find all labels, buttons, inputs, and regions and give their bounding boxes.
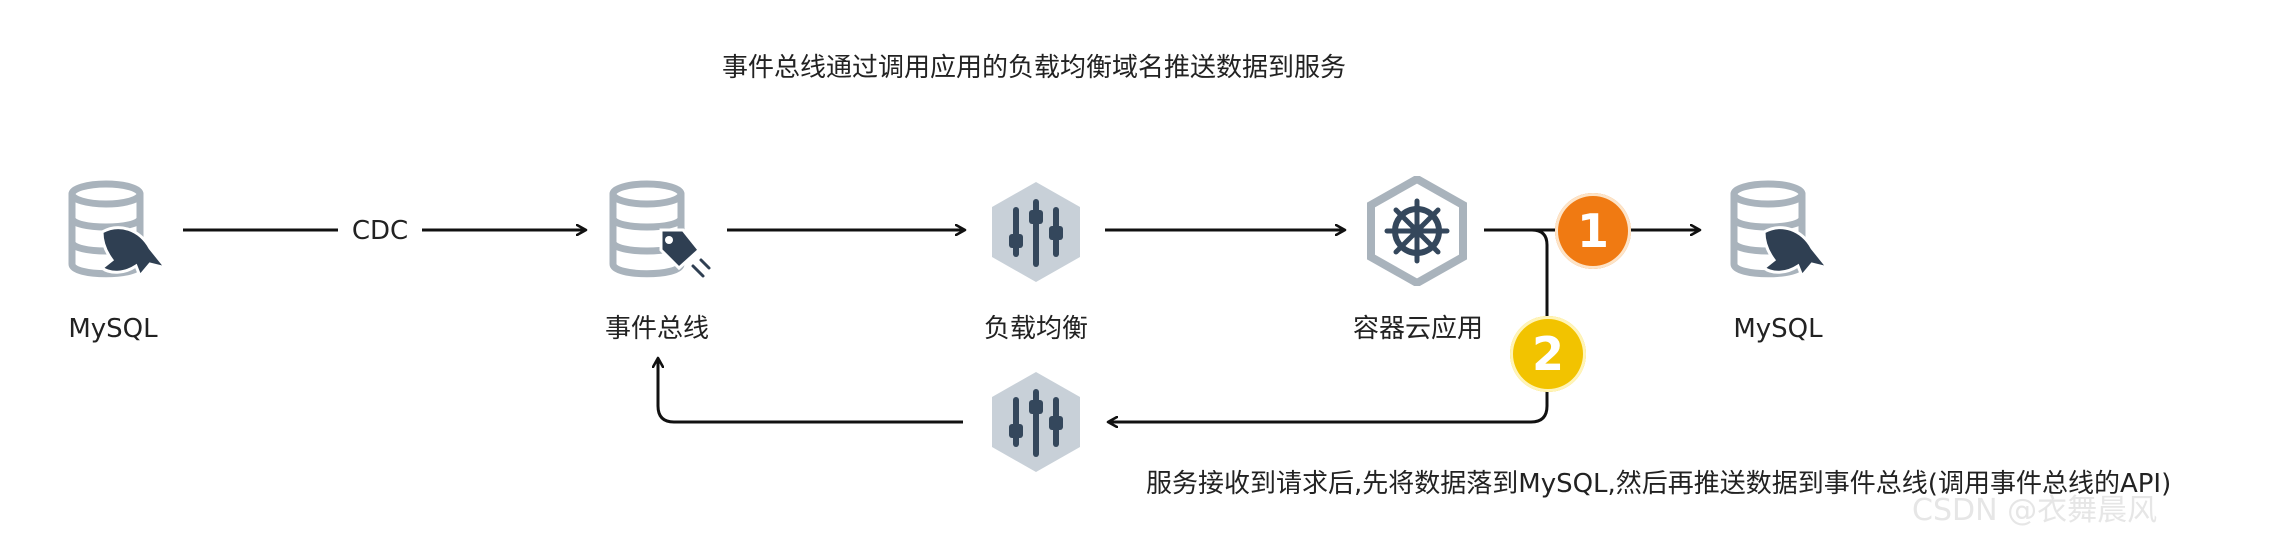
step-2-badge: 2 [1510,316,1586,392]
node-label-event-bus: 事件总线 [604,314,710,344]
node-label-container-app: 容器云应用 [1352,314,1484,344]
node-label-mysql-source: MySQL [68,314,158,344]
step-2-number: 2 [1531,327,1564,381]
load-balancer-icon [992,182,1080,282]
node-label-load-balancer: 负载均衡 [983,314,1089,344]
step-1-number: 1 [1576,204,1609,258]
container-app-helm-icon [1367,176,1467,286]
event-bus-icon [609,180,711,278]
step-1-badge: 1 [1555,193,1631,269]
bottom-note: 服务接收到请求后,先将数据落到MySQL,然后再推送数据到事件总线(调用事件总线… [1146,469,2172,499]
watermark: CSDN @衣舞晨风 [1912,493,2158,528]
edge-lb-to-eventbus [658,358,963,424]
mysql-database-icon-target [1730,180,1832,279]
node-label-mysql-target: MySQL [1733,314,1823,344]
top-note: 事件总线通过调用应用的负载均衡域名推送数据到服务 [722,53,1347,83]
edge-label-cdc: CDC [351,216,409,246]
mysql-database-icon [68,180,170,279]
load-balancer-icon-return [992,372,1080,472]
